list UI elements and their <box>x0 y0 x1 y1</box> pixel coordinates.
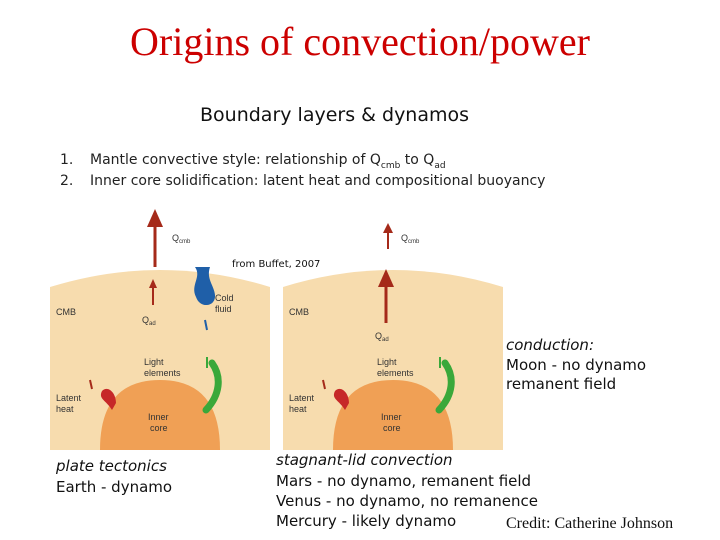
point-1-mid: to Q <box>400 152 435 168</box>
stagnant-lid-line-2: Venus - no dynamo, no remanence <box>276 492 539 510</box>
point-1-sub-ad: ad <box>434 160 446 171</box>
latent-heat-label-middle-1: Latent <box>289 393 315 403</box>
diagram-subtitle: Boundary layers & dynamos <box>200 104 470 126</box>
inner-core-label-middle-2: core <box>383 423 401 433</box>
cold-fluid-label-1: Cold <box>215 293 234 303</box>
slide-title: Origins of convection/power <box>130 19 590 64</box>
q-ad-label-middle: Qad <box>375 331 389 343</box>
latent-heat-plume-middle <box>333 388 349 410</box>
cold-fluid-drip <box>204 319 208 331</box>
inner-core-middle <box>333 380 453 450</box>
mantle-layer-middle <box>283 270 503 450</box>
conduction-heading: conduction: <box>506 336 594 354</box>
q-ad-label-left: Qad <box>142 315 156 327</box>
point-2-text: Inner core solidification: latent heat a… <box>90 173 546 189</box>
latent-heat-arrow-middle <box>322 379 326 390</box>
latent-heat-label-middle-2: heat <box>289 404 307 414</box>
light-elements-label-left-2: elements <box>144 368 181 378</box>
latent-heat-plume-left <box>100 388 116 410</box>
q-cmb-arrowhead-left <box>147 209 163 227</box>
mantle-layer-left <box>50 270 270 450</box>
point-1-number: 1. <box>60 152 74 168</box>
q-cmb-label-middle: Qcmb <box>401 233 420 245</box>
inner-core-label-left-2: core <box>150 423 168 433</box>
cmb-label-middle: CMB <box>289 307 309 317</box>
stagnant-lid-heading: stagnant-lid convection <box>276 451 453 469</box>
q-ad-arrowhead-left <box>149 279 157 288</box>
cmb-label-left: CMB <box>56 307 76 317</box>
inner-core-label-left-1: Inner <box>148 412 169 422</box>
stagnant-lid-diagram: Qcmb Qad CMB Light elements Latent heat … <box>283 223 503 450</box>
inner-core-left <box>100 380 220 450</box>
conduction-line-1: Moon - no dynamo <box>506 356 647 374</box>
plate-tectonics-diagram: Qcmb Qad Cold fluid CMB Light elements L… <box>50 209 270 450</box>
point-1: 1. Mantle convective style: relationship … <box>60 152 446 171</box>
cold-fluid-label-2: fluid <box>215 304 232 314</box>
stagnant-lid-line-1: Mars - no dynamo, remanent field <box>276 472 532 490</box>
point-2: 2. Inner core solidification: latent heat… <box>60 173 545 189</box>
source-note: from Buffet, 2007 <box>232 259 321 270</box>
light-elements-label-left-1: Light <box>144 357 164 367</box>
q-ad-arrowhead-middle <box>378 269 394 287</box>
plate-tectonics-line-1: Earth - dynamo <box>56 478 173 496</box>
conduction-line-2: remanent field <box>506 375 617 393</box>
credit-text: Credit: Catherine Johnson <box>502 515 678 533</box>
light-elements-label-middle-2: elements <box>377 368 414 378</box>
q-cmb-label-left: Qcmb <box>172 233 191 245</box>
point-1-text: Mantle convective style: relationship of… <box>90 152 381 168</box>
point-2-number: 2. <box>60 173 74 189</box>
latent-heat-label-left-1: Latent <box>56 393 82 403</box>
latent-heat-arrow-left <box>89 379 93 390</box>
stagnant-lid-line-3: Mercury - likely dynamo <box>276 512 457 530</box>
cold-fluid-plume <box>194 267 216 306</box>
light-elements-label-middle-1: Light <box>377 357 397 367</box>
q-cmb-arrowhead-middle <box>383 223 393 233</box>
inner-core-label-middle-1: Inner <box>381 412 402 422</box>
latent-heat-label-left-2: heat <box>56 404 74 414</box>
light-elements-plume-left <box>202 359 222 414</box>
plate-tectonics-heading: plate tectonics <box>56 457 167 475</box>
light-elements-plume-middle <box>435 359 455 414</box>
point-1-sub-cmb: cmb <box>380 160 401 171</box>
